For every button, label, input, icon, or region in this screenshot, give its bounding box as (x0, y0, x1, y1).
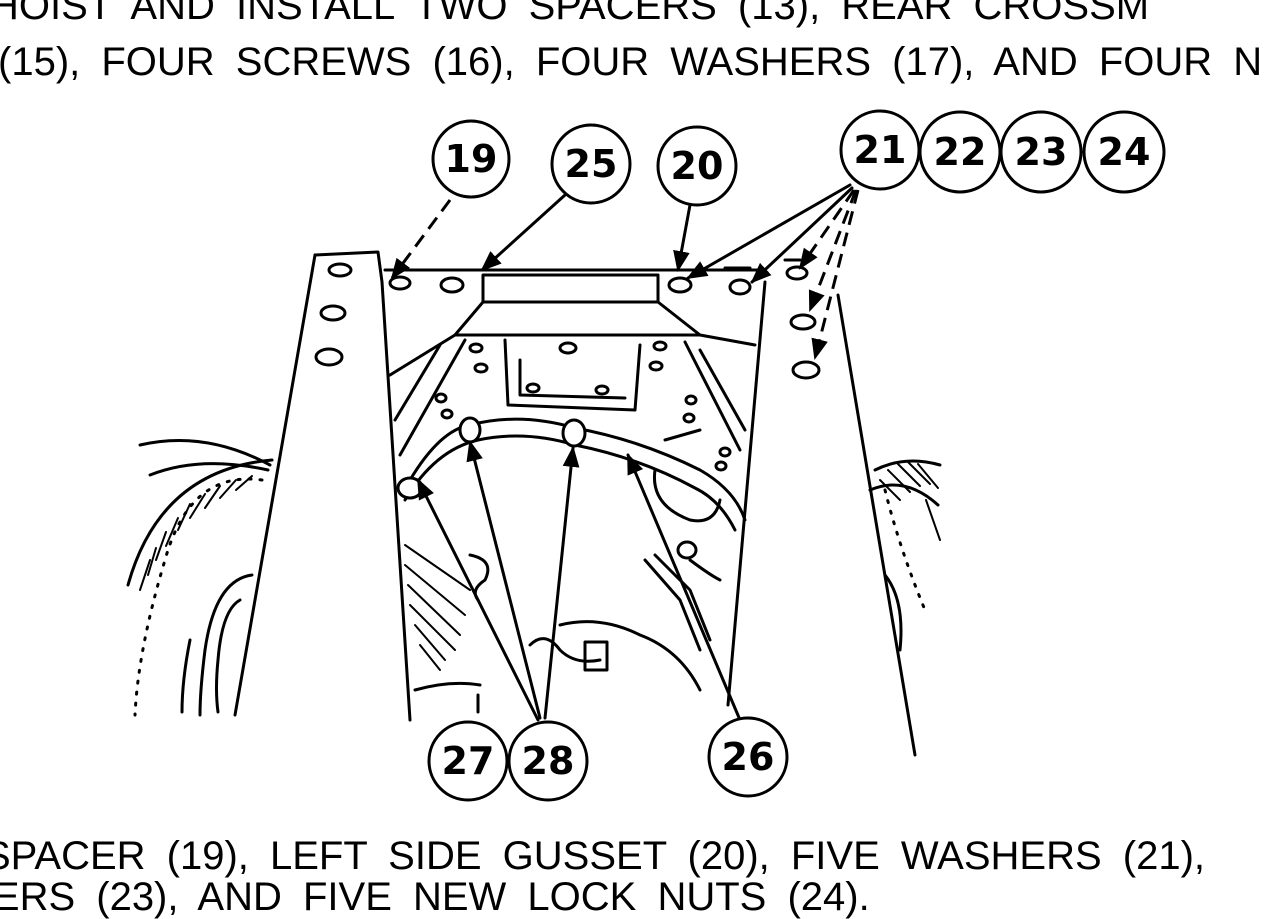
callout-20-label: 20 (671, 144, 724, 188)
callout-22: 22 (918, 110, 1002, 194)
instruction-text-bottom-line-1: SPACER (19), LEFT SIDE GUSSET (20), FIVE… (0, 834, 1206, 878)
callout-27-label: 27 (442, 739, 495, 783)
callout-27: 27 (427, 720, 509, 802)
callout-21: 21 (839, 109, 921, 191)
wiring-harness (396, 416, 747, 532)
callout-20: 20 (656, 125, 738, 207)
callout-23-label: 23 (1015, 130, 1068, 174)
callout-26-label: 26 (722, 735, 775, 779)
left-frame-rail (233, 250, 412, 722)
callout-23: 23 (999, 110, 1083, 194)
leader-lines-bottom (416, 439, 742, 722)
rear-crossmember (383, 258, 802, 377)
leader-lines-top (390, 183, 860, 361)
callout-24-label: 24 (1098, 130, 1151, 174)
callout-28-label: 28 (522, 739, 575, 783)
callout-25: 25 (550, 123, 632, 205)
instruction-text-top-line-2: (15), FOUR SCREWS (16), FOUR WASHERS (17… (0, 40, 1263, 84)
right-tire (868, 459, 942, 652)
instruction-text-bottom-line-2: HERS (23), AND FIVE NEW LOCK NUTS (24). (0, 875, 870, 919)
callout-28: 28 (507, 720, 589, 802)
callout-21-label: 21 (854, 128, 907, 172)
left-tire (126, 439, 274, 717)
instruction-text-top-line-1: HOIST AND INSTALL TWO SPACERS (13), REAR… (0, 0, 1150, 28)
inner-bracket (393, 338, 747, 472)
callout-25-label: 25 (565, 142, 618, 186)
right-frame-rail (726, 265, 917, 757)
lower-assembly-details (404, 540, 722, 714)
callout-26: 26 (707, 716, 789, 798)
callout-19: 19 (431, 119, 511, 199)
callout-19-label: 19 (445, 137, 498, 181)
callout-22-label: 22 (934, 130, 987, 174)
callout-24: 24 (1082, 110, 1166, 194)
